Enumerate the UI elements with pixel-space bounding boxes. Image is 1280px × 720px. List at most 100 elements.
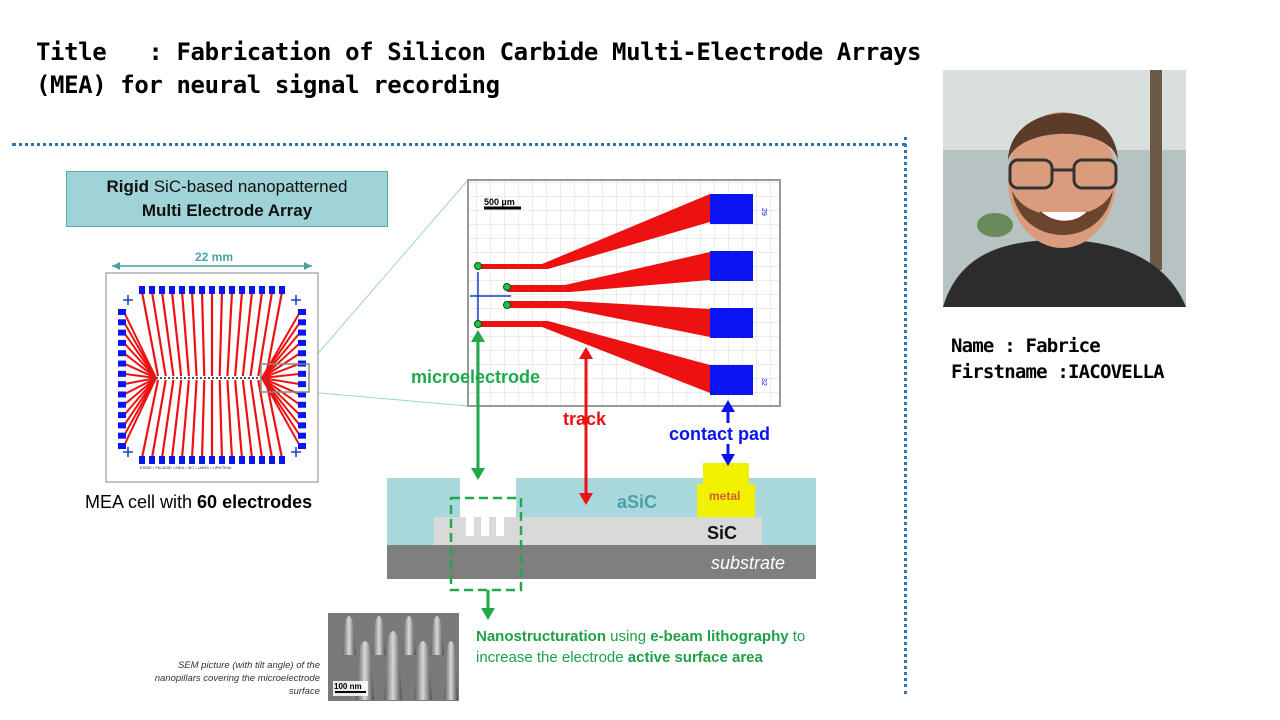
chip-pad-bottom	[219, 456, 225, 464]
chip-pad-top	[179, 286, 185, 294]
sem-pillar	[444, 641, 458, 700]
scale-bar-label: 500 µm	[484, 197, 515, 207]
chip-pad-right	[298, 412, 306, 419]
chip-track-left	[123, 377, 157, 396]
sem-scale-label: 100 nm	[334, 682, 362, 691]
photo-chair	[1150, 70, 1162, 270]
microelectrode-arrowhead-up	[471, 330, 485, 342]
chip-pad-top	[209, 286, 215, 294]
chip-pad-right	[298, 432, 306, 439]
pad-arrowhead-up	[721, 400, 735, 412]
nano-arrowhead	[481, 608, 495, 620]
chip-track-right	[261, 377, 301, 386]
chip-track-right	[261, 342, 301, 379]
zoom-pad-2	[710, 251, 753, 281]
sem-caption: SEM picture (with tilt angle) of the nan…	[154, 660, 320, 697]
mea-caption: MEA cell with 60 electrodes	[85, 492, 312, 513]
chip-pad-bottom	[189, 456, 195, 464]
slide-title: Title : Fabrication of Silicon Carbide M…	[36, 36, 922, 102]
chip-track-right	[261, 331, 301, 379]
chip-pad-top	[239, 286, 245, 294]
sem-pillar	[402, 616, 416, 655]
track-arrowhead-down	[579, 493, 593, 505]
sem-image: 100 nm	[328, 613, 459, 701]
chip-track-bottom	[150, 379, 167, 459]
chip-track-right	[261, 321, 301, 379]
chip-width-label: 22 mm	[195, 250, 233, 264]
chip-pad-right	[298, 319, 306, 326]
chip-pad-left	[118, 443, 126, 449]
zoom-pad-1	[710, 194, 753, 224]
zoom-line-top	[307, 179, 469, 366]
zoom-pad-3	[710, 308, 753, 338]
zoom-track-1	[478, 194, 710, 269]
chip-pad-top	[169, 286, 175, 294]
portrait-photo	[943, 70, 1186, 307]
zoom-track-4	[478, 321, 710, 393]
photo-smile	[1039, 211, 1089, 223]
chip-pad-left	[118, 432, 126, 439]
chip-pad-bottom	[139, 456, 145, 464]
chip-track-top	[180, 291, 190, 377]
chip-pad-bottom	[169, 456, 175, 464]
nano-text-b2: e-beam lithography	[650, 628, 789, 645]
chip-alignment-cross	[123, 447, 133, 457]
chip-track-bottom	[170, 379, 183, 459]
sem-pillar	[414, 641, 432, 700]
chip-pad-left	[118, 360, 126, 367]
chip-pad-right	[298, 401, 306, 408]
asic-label: aSiC	[617, 492, 657, 512]
photo-beard	[1012, 190, 1113, 235]
chip-pad-left	[118, 339, 126, 346]
chip-pad-top	[159, 286, 165, 294]
nano-text-b3: active surface area	[627, 649, 763, 666]
chip-zoom-box	[260, 363, 310, 393]
chip-pad-bottom	[239, 456, 245, 464]
metal-base	[697, 484, 755, 517]
chip-track-top	[218, 291, 224, 377]
pad-arrowhead-down	[721, 454, 735, 466]
chip-pad-right	[298, 370, 306, 377]
sic-label: SiC	[707, 523, 737, 543]
title-line-2: (MEA) for neural signal recording	[36, 71, 500, 99]
dotted-border-top	[12, 143, 906, 146]
chip-pad-right	[298, 381, 306, 388]
mea-chip: ESIEE • PALAISE • MEA • SiC • LMNS • LIP…	[105, 272, 319, 483]
nanostructuration-text: Nanostructuration using e-beam lithograp…	[476, 626, 836, 668]
electrode-dot-2	[503, 283, 511, 291]
pad-number-top: 29	[760, 208, 767, 216]
sem-pillar	[430, 616, 444, 655]
chip-pad-top	[149, 286, 155, 294]
microelectrode-label: microelectrode	[411, 367, 540, 387]
chip-pad-top	[269, 286, 275, 294]
chip-track-bottom	[249, 379, 264, 459]
nano-text-b1: Nanostructuration	[476, 628, 607, 645]
zoom-panel: 500 µm 29 32	[467, 179, 781, 407]
zoom-track-3	[507, 301, 710, 337]
mea-caption-bold: 60 electrodes	[197, 492, 313, 512]
chip-alignment-cross	[123, 295, 133, 305]
chip-track-bottom	[180, 379, 190, 459]
chip-track-left	[123, 332, 157, 379]
chip-pad-top	[219, 286, 225, 294]
chip-pad-right	[298, 329, 306, 336]
chip-track-top	[150, 291, 167, 377]
sem-pillar	[342, 616, 356, 655]
chip-track-bottom	[140, 379, 160, 459]
sem-pillar	[384, 631, 402, 700]
chip-track-bottom	[190, 379, 198, 459]
chip-track-right	[261, 352, 301, 379]
presenter-name: Name : Fabrice	[951, 335, 1101, 357]
chip-track-top	[264, 291, 284, 377]
chip-pad-right	[298, 309, 306, 315]
chip-pad-bottom	[179, 456, 185, 464]
photo-glasses-left	[1008, 158, 1054, 190]
chip-track-left	[123, 377, 157, 406]
chip-track-top	[234, 291, 244, 377]
chip-pad-bottom	[249, 456, 255, 464]
zoom-line-bottom	[307, 391, 469, 407]
chip-pad-left	[118, 401, 126, 408]
chip-track-left	[123, 342, 157, 379]
chip-track-top	[249, 291, 264, 377]
chip-track-top	[241, 291, 254, 377]
